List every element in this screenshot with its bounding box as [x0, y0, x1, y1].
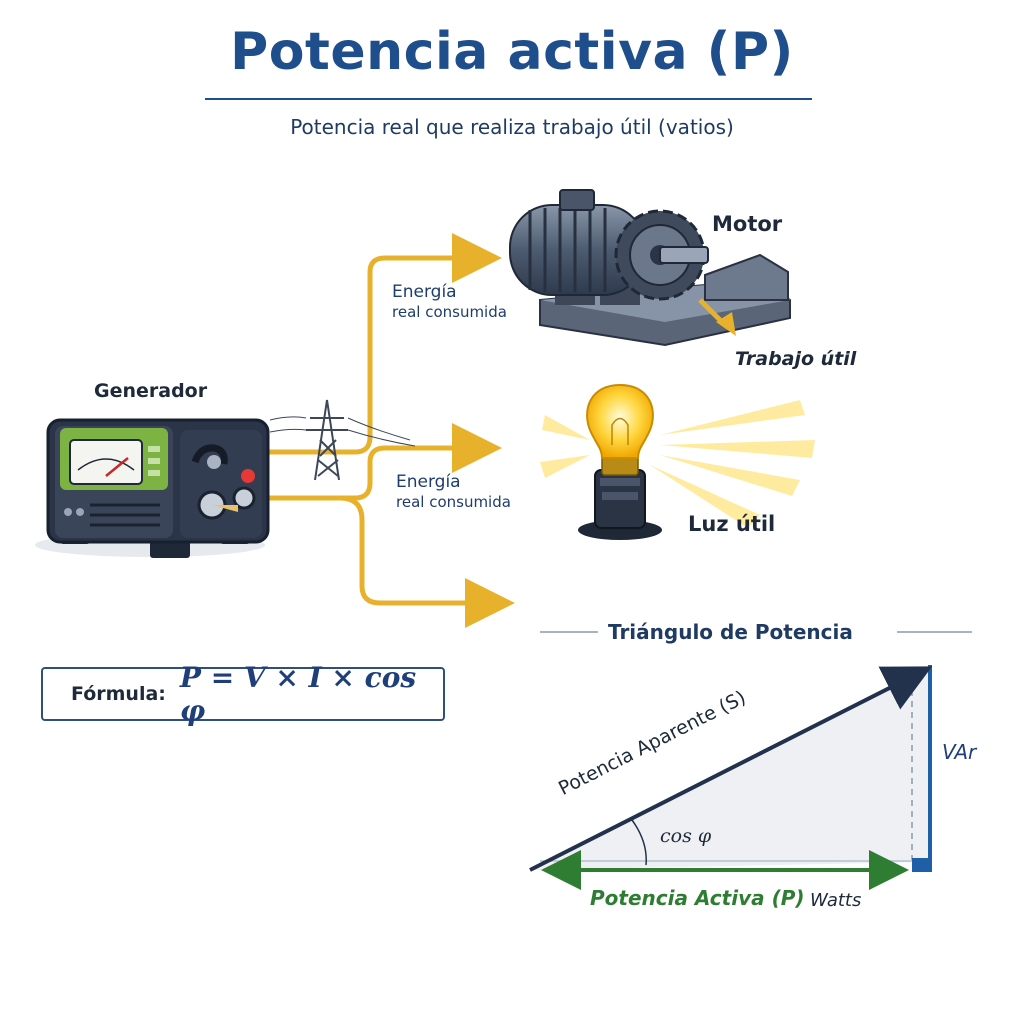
energy-flow-lines	[265, 233, 515, 628]
page-title: Potencia activa (P)	[230, 22, 794, 82]
flow-label-bulb: Energía real consumida	[396, 472, 511, 512]
flow-label-motor-line2: real consumida	[392, 303, 507, 321]
work-label: Trabajo útil	[735, 348, 857, 370]
active-power-unit: Watts	[810, 890, 862, 911]
page-subtitle: Potencia real que realiza trabajo útil (…	[290, 115, 734, 139]
generator-label: Generador	[94, 380, 208, 402]
reactive-power-label: VAr	[942, 740, 977, 764]
flow-to-motor	[265, 233, 502, 455]
flow-label-motor-line1: Energía	[392, 282, 457, 302]
active-power-label: Potencia Activa (P)	[590, 886, 805, 910]
work-output-arrow	[698, 298, 736, 336]
formula-label: Fórmula:	[71, 683, 166, 705]
light-bulb-icon	[540, 383, 815, 540]
bulb-label: Luz útil	[688, 512, 776, 536]
flow-to-triangle	[265, 495, 515, 628]
title-divider	[205, 98, 812, 100]
formula-expression: P = V × I × cos φ	[179, 661, 417, 727]
motor-label: Motor	[712, 212, 783, 236]
flow-to-bulb	[265, 423, 502, 501]
triangle-heading: Triángulo de Potencia	[608, 620, 853, 644]
generator-icon	[35, 418, 270, 558]
flow-label-bulb-line1: Energía	[396, 472, 461, 492]
flow-label-motor: Energía real consumida	[392, 282, 507, 322]
angle-label: cos φ	[660, 825, 712, 847]
flow-label-bulb-line2: real consumida	[396, 493, 511, 511]
motor-icon	[509, 189, 791, 347]
formula-box: Fórmula: P = V × I × cos φ	[41, 661, 445, 727]
transmission-tower-icon	[269, 399, 416, 481]
power-triangle	[529, 665, 933, 890]
